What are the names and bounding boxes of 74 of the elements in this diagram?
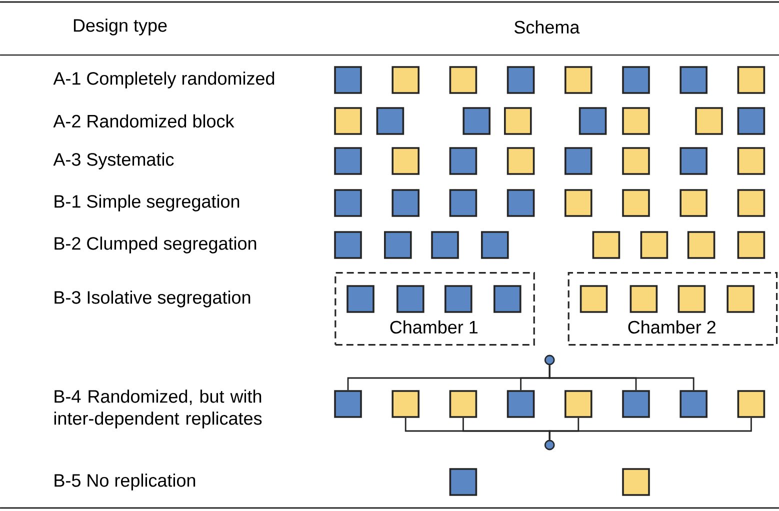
design-label: B-5 No replication: [54, 474, 196, 490]
square-plot: [564, 147, 592, 175]
junction-circle: [544, 354, 555, 366]
square-plot: [737, 107, 766, 135]
chamber-box: Chamber 2: [568, 272, 778, 346]
column-header: Schema: [514, 20, 580, 34]
square-plot: [506, 147, 535, 175]
square-plot: [564, 189, 592, 217]
square-plot: [449, 66, 478, 94]
square-plot: [726, 285, 754, 313]
square-plot: [449, 189, 478, 217]
square-plot: [334, 390, 362, 418]
square-plot: [396, 285, 424, 313]
square-plot: [334, 147, 362, 175]
square-plot: [640, 231, 668, 259]
square-plot: [737, 147, 766, 175]
square-plot: [449, 147, 478, 175]
square-plot: [564, 390, 592, 418]
square-plot: [680, 147, 708, 175]
square-plot: [346, 285, 374, 313]
square-plot: [680, 390, 708, 418]
square-plot: [334, 189, 362, 217]
design-label: A-2 Randomized block: [53, 114, 234, 128]
square-plot: [622, 66, 650, 94]
square-plot: [392, 189, 420, 217]
square-plot: [462, 107, 490, 135]
square-plot: [580, 285, 608, 313]
connector-line: [548, 365, 694, 390]
square-plot: [376, 107, 404, 135]
square-plot: [494, 285, 522, 313]
column-header: Design type: [74, 18, 167, 36]
square-plot: [687, 231, 716, 259]
square-plot: [592, 231, 620, 259]
square-plot: [680, 189, 708, 217]
square-plot: [622, 107, 650, 135]
square-plot: [622, 147, 650, 175]
square-plot: [737, 231, 766, 259]
design-label: B-4 Randomized, but with inter-dependent replicates: [54, 390, 262, 428]
square-plot: [737, 66, 766, 94]
design-label: A-3 Systematic: [53, 152, 174, 170]
square-plot: [578, 107, 607, 135]
square-plot: [630, 285, 658, 313]
square-plot: [506, 390, 535, 418]
design-label: B-2 Clumped segregation: [54, 236, 256, 254]
square-plot: [564, 66, 592, 94]
square-plot: [622, 468, 650, 496]
square-plot: [384, 231, 412, 259]
square-plot: [444, 285, 472, 313]
junction-circle: [544, 440, 555, 450]
square-plot: [392, 147, 420, 175]
design-label: A-1 Completely randomized: [53, 72, 274, 88]
square-plot: [334, 231, 362, 259]
connector-line: [548, 418, 752, 440]
square-plot: [504, 107, 532, 135]
design-label: B-1 Simple segregation: [54, 194, 240, 212]
chamber-box: Chamber 1: [334, 272, 535, 346]
square-plot: [622, 390, 650, 418]
square-plot: [695, 107, 723, 135]
square-plot: [481, 231, 509, 259]
square-plot: [506, 66, 535, 94]
square-plot: [622, 189, 650, 217]
square-plot: [737, 390, 766, 418]
design-label: B-3 Isolative segregation: [54, 290, 250, 308]
square-plot: [506, 189, 535, 217]
square-plot: [334, 66, 362, 94]
square-plot: [737, 189, 766, 217]
square-plot: [334, 107, 362, 135]
square-plot: [449, 468, 478, 496]
square-plot: [680, 66, 708, 94]
square-plot: [392, 390, 420, 418]
square-plot: [392, 66, 420, 94]
square-plot: [678, 285, 706, 313]
square-plot: [431, 231, 459, 259]
square-plot: [449, 390, 478, 418]
